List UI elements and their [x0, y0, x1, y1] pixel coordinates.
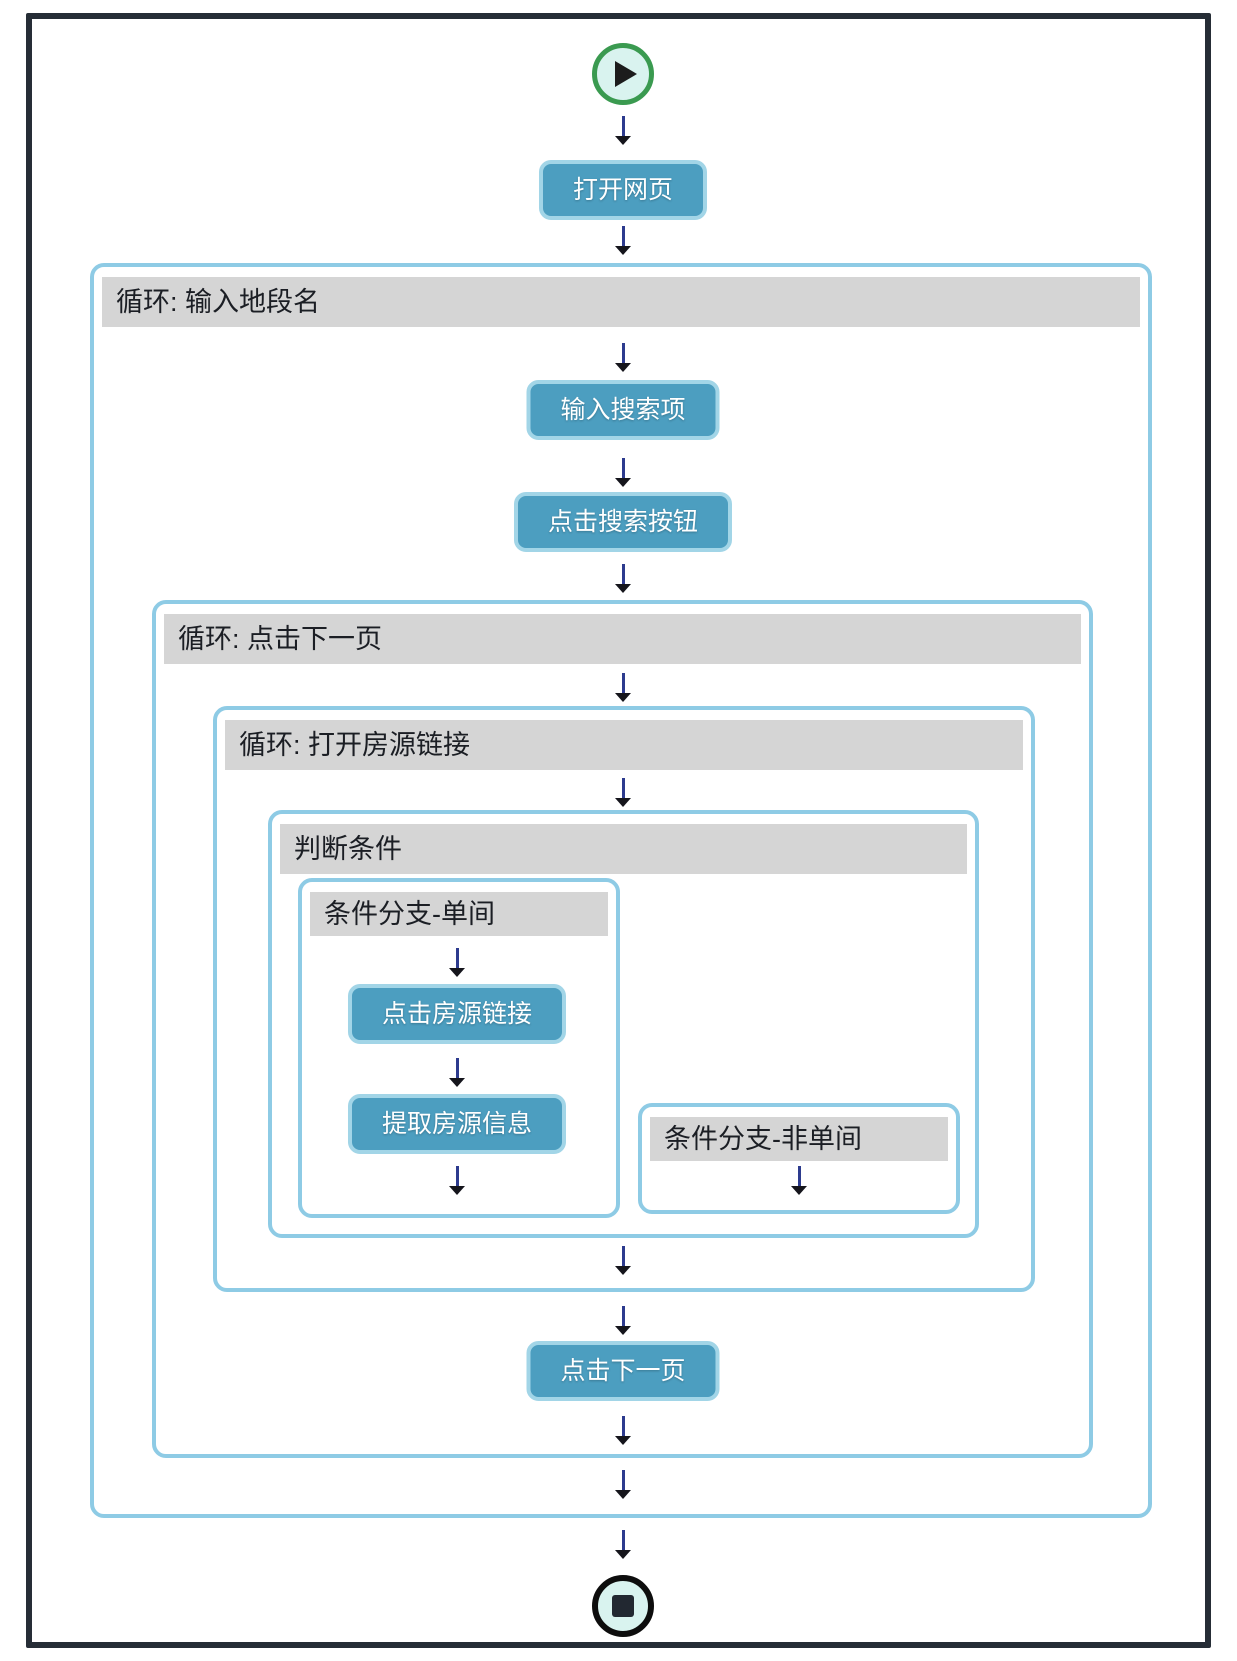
branch-single-room-header[interactable]: 条件分支-单间: [310, 892, 608, 936]
down-arrow: [615, 1470, 631, 1499]
down-arrow: [791, 1166, 807, 1195]
branch-single-room[interactable]: 条件分支-单间: [298, 878, 620, 1218]
loop-enter-district[interactable]: 循环: 输入地段名: [90, 263, 1152, 1518]
loop-open-listing-header[interactable]: 循环: 打开房源链接: [225, 720, 1023, 770]
condition-container[interactable]: 判断条件: [268, 810, 979, 1238]
down-arrow: [615, 116, 631, 145]
down-arrow: [615, 673, 631, 702]
down-arrow: [615, 1416, 631, 1445]
step-click-search-button[interactable]: 点击搜索按钮: [513, 492, 733, 552]
start-play-icon[interactable]: [592, 43, 654, 105]
down-arrow: [449, 1166, 465, 1195]
down-arrow: [615, 564, 631, 593]
outer-frame: [26, 13, 1211, 1648]
stop-square-icon: [612, 1595, 634, 1617]
loop-click-next-page-header[interactable]: 循环: 点击下一页: [164, 614, 1081, 664]
branch-not-single-room-header[interactable]: 条件分支-非单间: [650, 1117, 948, 1161]
step-enter-search-term[interactable]: 输入搜索项: [526, 380, 720, 440]
down-arrow: [615, 343, 631, 372]
condition-header[interactable]: 判断条件: [280, 824, 967, 874]
play-triangle-icon: [615, 61, 637, 87]
step-click-listing-link[interactable]: 点击房源链接: [347, 984, 567, 1044]
down-arrow: [615, 1246, 631, 1275]
step-extract-listing-info[interactable]: 提取房源信息: [347, 1094, 567, 1154]
down-arrow: [615, 226, 631, 255]
loop-click-next-page[interactable]: 循环: 点击下一页: [152, 600, 1093, 1458]
step-click-next-page[interactable]: 点击下一页: [526, 1341, 720, 1401]
stop-icon[interactable]: [592, 1575, 654, 1637]
down-arrow: [615, 1306, 631, 1335]
down-arrow: [449, 948, 465, 977]
loop-open-listing[interactable]: 循环: 打开房源链接: [213, 706, 1035, 1292]
down-arrow: [615, 778, 631, 807]
loop-enter-district-header[interactable]: 循环: 输入地段名: [102, 277, 1140, 327]
down-arrow: [449, 1058, 465, 1087]
down-arrow: [615, 1530, 631, 1559]
step-open-webpage[interactable]: 打开网页: [538, 160, 708, 220]
branch-not-single-room[interactable]: 条件分支-非单间: [638, 1103, 960, 1214]
down-arrow: [615, 458, 631, 487]
